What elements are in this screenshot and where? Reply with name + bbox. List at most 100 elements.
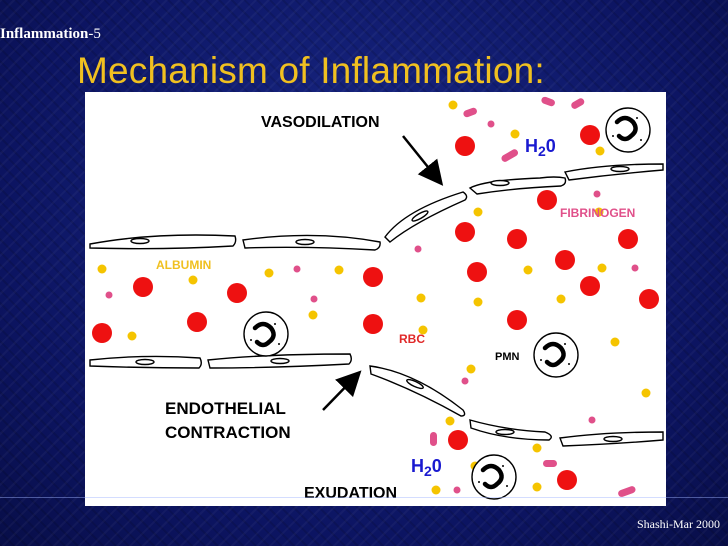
section-number: -5 (88, 26, 101, 42)
inflammation-diagram: VASODILATION H20 FIBRINOGEN ALBUMIN RBC … (85, 92, 666, 506)
top-vessel-wall (89, 163, 664, 251)
diagram-svg: VASODILATION H20 FIBRINOGEN ALBUMIN RBC … (89, 96, 664, 502)
fibrinogen-rod (430, 432, 437, 446)
fibrinogen-rod (541, 96, 555, 107)
rbc-cell (227, 283, 247, 303)
rbc-cell (537, 190, 557, 210)
albumin-dot (510, 129, 520, 139)
fibrinogen-rod (463, 107, 477, 118)
h2o-bottom-end: 0 (432, 456, 442, 476)
rbc-cell (187, 312, 207, 332)
footer-credit: Shashi-Mar 2000 (637, 517, 720, 531)
albumin-dot (97, 264, 107, 274)
fibrinogen-dot (414, 245, 422, 253)
rbc-cell (507, 310, 527, 330)
fibrinogen-dot (588, 416, 596, 424)
albumin-dot (418, 325, 428, 335)
endothelial-cell (369, 365, 466, 417)
h2o-bottom-sub: 2 (424, 463, 432, 479)
albumin-dot (595, 146, 605, 156)
albumin-dot (641, 388, 651, 398)
albumin-label: ALBUMIN (156, 258, 211, 272)
albumin-dot (594, 207, 604, 217)
vasodilation-label: VASODILATION (261, 114, 380, 131)
pmn-cell (533, 332, 579, 378)
h2o-top-h: H (525, 136, 538, 156)
fibrinogen-dot (461, 377, 469, 385)
slide-title: Mechanism of Inflammation: (77, 50, 545, 91)
albumin-dot (431, 485, 441, 495)
albumin-dot (597, 263, 607, 273)
fibrinogen-rod (571, 98, 585, 109)
h2o-bottom-label: H20 (411, 456, 442, 479)
rbc-cell (639, 289, 659, 309)
red-blood-cells (92, 125, 659, 490)
fibrinogen-rod (618, 486, 636, 497)
cell-nucleus (610, 165, 630, 173)
fibrinogen-dot (310, 295, 318, 303)
fibrinogen-molecules (105, 96, 639, 497)
cell-nucleus (495, 428, 515, 436)
albumin-dot (416, 293, 426, 303)
albumin-dot (610, 337, 620, 347)
albumin-dot (523, 265, 533, 275)
fibrinogen-label: FIBRINOGEN (560, 206, 635, 220)
fibrinogen-rod (543, 460, 557, 467)
albumin-dot (127, 331, 137, 341)
rbc-cell (363, 314, 383, 334)
rbc-cell (580, 276, 600, 296)
cell-nucleus (135, 358, 155, 366)
fibrinogen-dot (105, 291, 113, 299)
rbc-cell (92, 323, 112, 343)
fibrinogen-dot (631, 264, 639, 272)
pmn-label: PMN (495, 351, 520, 363)
rbc-cell (133, 277, 153, 297)
albumin-dot (466, 364, 476, 374)
pmn-cell (243, 311, 289, 357)
rbc-cell (363, 267, 383, 287)
vasodilation-arrow (402, 135, 444, 186)
cell-nucleus (130, 237, 150, 245)
albumin-dot (473, 207, 483, 217)
albumin-dot (445, 416, 455, 426)
endothelial-cell (384, 191, 468, 243)
rbc-cell (507, 229, 527, 249)
albumin-dot (532, 482, 542, 492)
rbc-cell (455, 222, 475, 242)
rbc-cell (455, 136, 475, 156)
endothelial-contraction-arrow (322, 370, 362, 411)
section-label: Inflammation-5 (0, 26, 101, 43)
rbc-cell (448, 430, 468, 450)
cell-nucleus (603, 435, 623, 443)
h2o-top-label: H20 (525, 136, 556, 159)
fibrinogen-rod (501, 149, 519, 162)
fibrinogen-dot (487, 120, 495, 128)
pmn-cells (243, 107, 651, 500)
albumin-dot (334, 265, 344, 275)
cell-nucleus (411, 210, 429, 222)
rbc-cell (467, 262, 487, 282)
albumin-dot (308, 310, 318, 320)
cell-nucleus (270, 357, 290, 365)
endothelial-cell (563, 163, 664, 181)
footer-divider (0, 497, 728, 498)
rbc-cell (557, 470, 577, 490)
bottom-vessel-wall (89, 353, 664, 447)
endothelial-cell (89, 234, 237, 250)
rbc-label: RBC (399, 332, 425, 346)
endothelial-contraction-line1: ENDOTHELIAL (165, 399, 286, 418)
endothelial-contraction-line2: CONTRACTION (165, 423, 291, 442)
h2o-bottom-h: H (411, 456, 424, 476)
albumin-dot (473, 297, 483, 307)
fibrinogen-dot (593, 190, 601, 198)
cell-nucleus (295, 238, 315, 246)
fibrinogen-dot (293, 265, 301, 273)
albumin-dot (264, 268, 274, 278)
albumin-dot (448, 100, 458, 110)
endothelial-cell (468, 176, 567, 195)
albumin-dot (532, 443, 542, 453)
rbc-cell (555, 250, 575, 270)
fibrinogen-dot (453, 486, 461, 494)
rbc-cell (580, 125, 600, 145)
